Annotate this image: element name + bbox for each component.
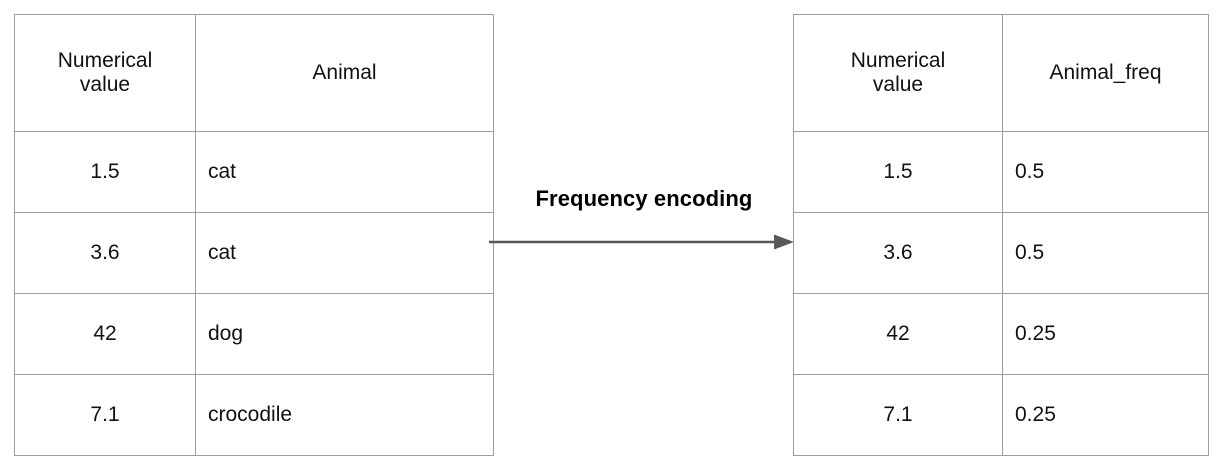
cell-numerical-value: 1.5 bbox=[793, 131, 1003, 213]
cell-numerical-value: 3.6 bbox=[14, 212, 196, 294]
table-header-row: Numerical value Animal bbox=[14, 14, 494, 132]
output-table: Numerical value Animal_freq 1.5 0.5 3.6 … bbox=[793, 14, 1209, 456]
arrow-right-icon bbox=[489, 234, 794, 250]
cell-numerical-value: 42 bbox=[793, 293, 1003, 375]
header-line-2: value bbox=[872, 73, 924, 96]
column-header-animal: Animal bbox=[195, 14, 494, 132]
table-header-row: Numerical value Animal_freq bbox=[793, 14, 1209, 132]
cell-animal-freq: 0.5 bbox=[1002, 131, 1209, 213]
table-row: 1.5 cat bbox=[14, 131, 494, 213]
cell-numerical-value: 7.1 bbox=[793, 374, 1003, 456]
cell-numerical-value: 3.6 bbox=[793, 212, 1003, 294]
cell-animal-freq: 0.25 bbox=[1002, 374, 1209, 456]
cell-animal: cat bbox=[195, 212, 494, 294]
header-line-2: value bbox=[79, 73, 131, 96]
table-row: 1.5 0.5 bbox=[793, 131, 1209, 213]
table-row: 42 0.25 bbox=[793, 293, 1209, 375]
cell-animal: crocodile bbox=[195, 374, 494, 456]
column-header-animal-freq: Animal_freq bbox=[1002, 14, 1209, 132]
transform-annotation: Frequency encoding bbox=[488, 186, 796, 264]
cell-numerical-value: 1.5 bbox=[14, 131, 196, 213]
input-table: Numerical value Animal 1.5 cat 3.6 cat 4… bbox=[14, 14, 494, 456]
table-row: 3.6 cat bbox=[14, 212, 494, 294]
header-line-1: Numerical bbox=[57, 48, 153, 72]
transform-label: Frequency encoding bbox=[535, 186, 753, 211]
column-header-numerical-value: Numerical value bbox=[14, 14, 196, 132]
cell-animal-freq: 0.5 bbox=[1002, 212, 1209, 294]
cell-animal: dog bbox=[195, 293, 494, 375]
cell-animal-freq: 0.25 bbox=[1002, 293, 1209, 375]
column-header-numerical-value: Numerical value bbox=[793, 14, 1003, 132]
table-row: 3.6 0.5 bbox=[793, 212, 1209, 294]
table-row: 7.1 0.25 bbox=[793, 374, 1209, 456]
cell-numerical-value: 42 bbox=[14, 293, 196, 375]
table-row: 42 dog bbox=[14, 293, 494, 375]
cell-animal: cat bbox=[195, 131, 494, 213]
table-row: 7.1 crocodile bbox=[14, 374, 494, 456]
cell-numerical-value: 7.1 bbox=[14, 374, 196, 456]
header-line-1: Numerical bbox=[850, 48, 946, 72]
